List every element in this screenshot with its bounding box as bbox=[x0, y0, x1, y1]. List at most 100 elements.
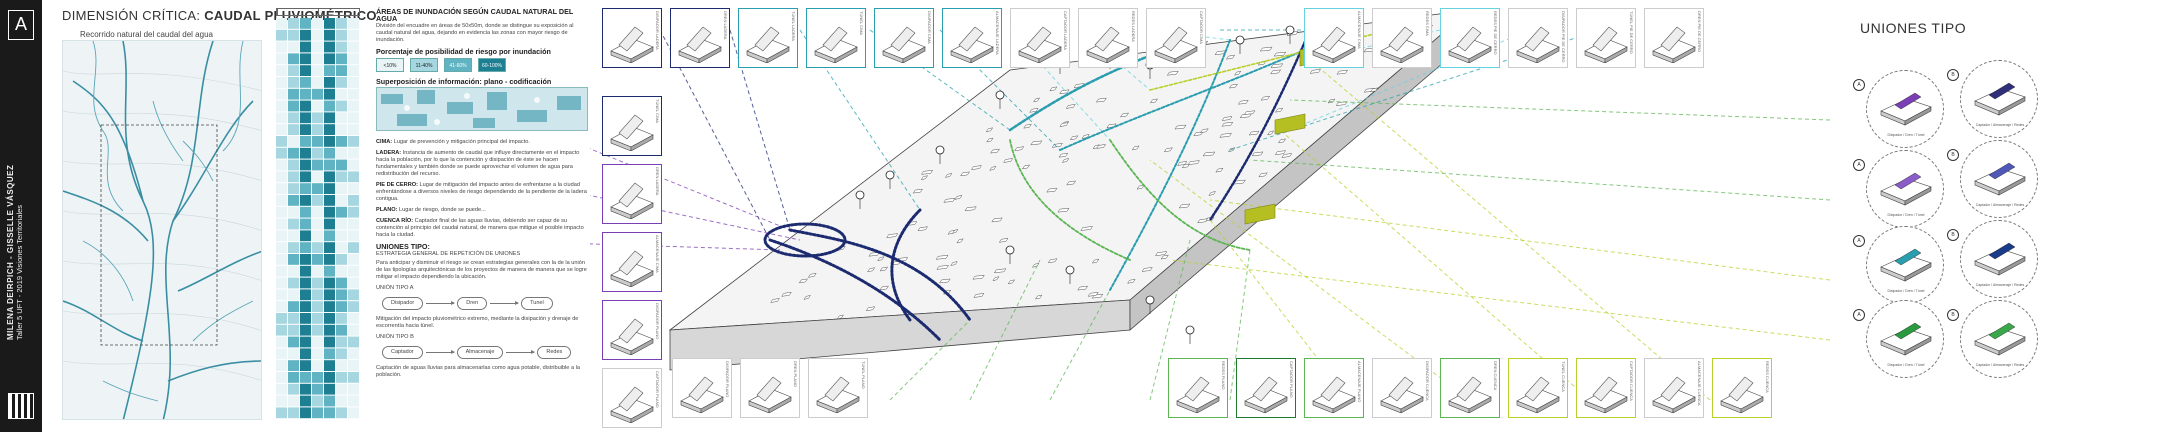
grid-cell bbox=[276, 395, 287, 407]
building-block bbox=[943, 198, 956, 203]
grid-cell bbox=[324, 18, 335, 29]
building-block bbox=[1251, 151, 1264, 157]
building-block bbox=[1174, 124, 1187, 130]
grid-cell bbox=[324, 301, 335, 312]
grid-cell bbox=[300, 277, 311, 289]
building-block bbox=[1081, 134, 1090, 139]
grid-cell bbox=[300, 301, 311, 312]
union-circle-caption: Disipador / Dren / Túnel bbox=[1887, 363, 1925, 367]
typology-card: CAPTADOR CIMA bbox=[1146, 8, 1206, 68]
typology-card: TÚNEL PIE DE CERRO bbox=[1576, 8, 1636, 68]
typology-card-label: CAPTADOR CIMA bbox=[1199, 11, 1204, 45]
union-circle-caption: Captador / Almacenaje / Redes bbox=[1975, 123, 2025, 127]
typology-card: DREN CUENCA bbox=[1440, 358, 1500, 418]
building-block bbox=[1221, 121, 1234, 127]
building-block bbox=[1033, 97, 1041, 103]
building-block bbox=[1274, 150, 1287, 155]
logo-icon: A bbox=[8, 10, 34, 40]
union-b-flow: Captador Almacenaje Redes bbox=[382, 346, 588, 359]
grid-cell bbox=[276, 88, 287, 100]
grid-cell bbox=[312, 136, 323, 147]
grid-cell bbox=[312, 53, 323, 65]
grid-cell bbox=[276, 383, 287, 395]
building-block bbox=[991, 217, 1003, 223]
typology-card-label: REDES PIE DE CERRO bbox=[1493, 11, 1498, 55]
def-pie-cerro: PIE DE CERRO: Lugar de mitigación del im… bbox=[376, 182, 587, 202]
overlay-pattern bbox=[381, 90, 581, 128]
typology-card: REDES PLANO bbox=[1168, 358, 1228, 418]
building-block bbox=[1119, 112, 1130, 118]
grid-cell bbox=[348, 159, 359, 171]
typology-card-label: ALMACENAJE CUENCA bbox=[1697, 361, 1702, 406]
grid-cell bbox=[348, 112, 359, 124]
grid-cell bbox=[288, 159, 299, 171]
grid-cell bbox=[276, 147, 287, 159]
node-pin bbox=[995, 90, 1005, 100]
building-block bbox=[920, 170, 934, 175]
union-pin-icon: A bbox=[1853, 79, 1865, 91]
typology-card-label: CAPTADOR LADERA bbox=[1063, 11, 1068, 51]
union-pin-icon: A bbox=[1853, 159, 1865, 171]
grid-cell bbox=[336, 407, 347, 419]
grid-cell bbox=[276, 301, 287, 312]
typology-sketch-icon bbox=[610, 386, 654, 423]
grid-cell bbox=[288, 53, 299, 65]
grid-cell bbox=[276, 136, 287, 147]
typology-card-label: ALMACENAJE LADERA bbox=[995, 11, 1000, 55]
grid-cell bbox=[324, 171, 335, 183]
grid-cell bbox=[288, 324, 299, 336]
grid-cell bbox=[288, 29, 299, 41]
flow-step: Dren bbox=[457, 297, 488, 310]
typology-sketch-icon bbox=[1154, 26, 1198, 63]
typology-card-label: TÚNEL CUENCA bbox=[1561, 361, 1566, 392]
grid-cell bbox=[324, 230, 335, 242]
building-block bbox=[781, 292, 792, 297]
typology-sketch-icon bbox=[1448, 26, 1492, 63]
grid-cell bbox=[288, 18, 299, 29]
qr-code-icon bbox=[8, 393, 34, 419]
building-block bbox=[1080, 226, 1094, 231]
typology-sketch-icon bbox=[746, 26, 790, 63]
union-sketch-icon bbox=[1974, 322, 2026, 356]
grid-cell bbox=[300, 100, 311, 112]
building-block bbox=[1281, 153, 1293, 158]
grid-cell bbox=[312, 18, 323, 29]
grid-cell bbox=[348, 206, 359, 218]
flow-step: Captador bbox=[382, 346, 423, 359]
typology-card: ALMACENAJE CUENCA bbox=[1644, 358, 1704, 418]
grid-cell bbox=[348, 29, 359, 41]
grid-cell bbox=[300, 147, 311, 159]
building-block bbox=[1277, 138, 1287, 144]
grid-cell bbox=[276, 277, 287, 289]
typology-card: CAPTADOR LADERA bbox=[1010, 8, 1070, 68]
typology-sketch-icon bbox=[1018, 26, 1062, 63]
building-block bbox=[1215, 167, 1224, 173]
grid-cell bbox=[348, 313, 359, 324]
grid-cell bbox=[300, 171, 311, 183]
building-block bbox=[1059, 122, 1069, 127]
typology-card: DISIPADOR LADERA bbox=[602, 8, 662, 68]
grid-cell bbox=[300, 242, 311, 253]
building-block bbox=[970, 165, 982, 170]
node-pin bbox=[855, 190, 865, 200]
scale-bar bbox=[276, 8, 360, 16]
building-block bbox=[1178, 203, 1191, 209]
typology-card-label: DISIPADOR PLANO bbox=[725, 361, 730, 398]
grid-cell bbox=[288, 124, 299, 135]
grid-cell bbox=[312, 265, 323, 277]
grid-cell bbox=[348, 124, 359, 135]
grid-cell bbox=[300, 183, 311, 194]
grid-cell bbox=[288, 277, 299, 289]
grid-cell bbox=[324, 77, 335, 88]
grid-cell bbox=[324, 159, 335, 171]
grid-cell bbox=[300, 407, 311, 419]
grid-cell bbox=[336, 41, 347, 53]
typology-sketch-icon bbox=[1380, 376, 1424, 413]
grid-cell bbox=[348, 183, 359, 194]
grid-cell bbox=[312, 313, 323, 324]
grid-cell bbox=[324, 395, 335, 407]
grid-cell bbox=[300, 88, 311, 100]
typology-sketch-icon bbox=[1448, 376, 1492, 413]
grid-cell bbox=[276, 53, 287, 65]
